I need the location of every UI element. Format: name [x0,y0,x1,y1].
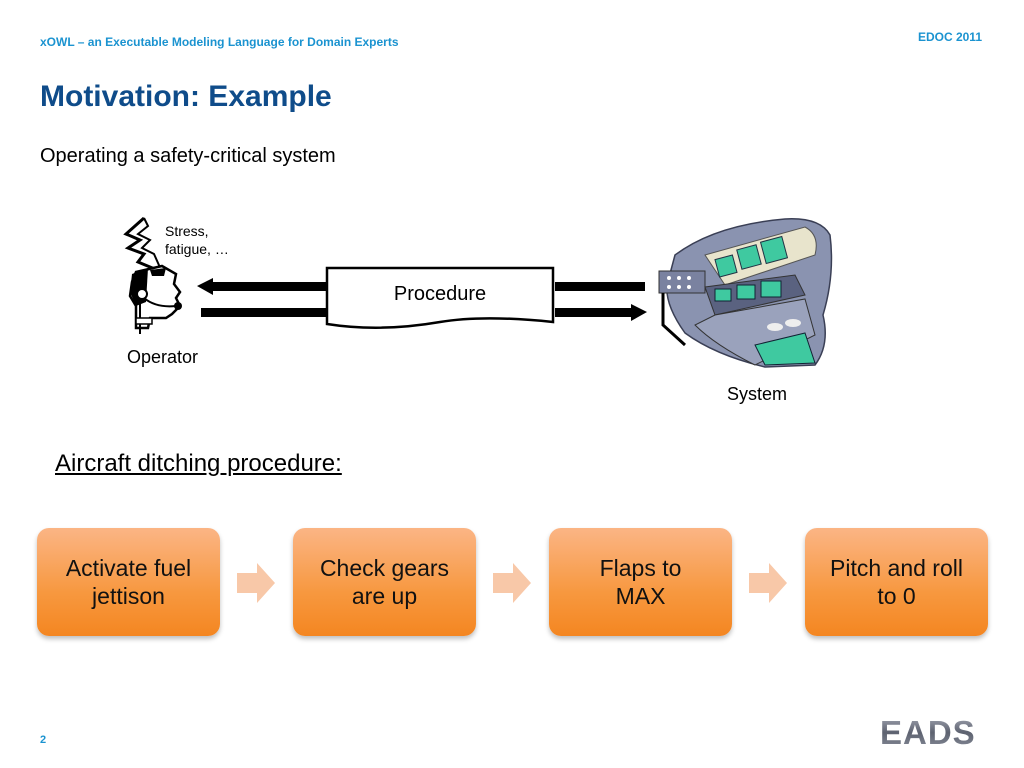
step-arrow-icon [493,563,531,603]
stress-line-2: fatigue, … [165,241,229,257]
lightning-bolt-icon [123,216,163,274]
step-2-line-1: Check gears [319,555,450,581]
presentation-title: xOWL – an Executable Modeling Language f… [40,35,399,49]
procedure-heading: Aircraft ditching procedure: [55,450,342,477]
arrow-from-system-shaft [555,282,645,291]
slide-title: Motivation: Example [40,80,332,113]
control-console-icon [658,218,833,368]
operator-headset-icon [128,264,182,334]
page-number: 2 [40,734,47,746]
arrow-to-operator-shaft [211,282,330,291]
step-4-line-2: to 0 [877,583,916,609]
procedure-label: Procedure [393,283,487,305]
logo-text: EADS [880,714,976,750]
slide-subtitle: Operating a safety-critical system [40,145,336,167]
arrow-to-operator-head [197,278,213,295]
operator-arrows [197,278,330,317]
procedure-document-shape [325,266,555,329]
arrow-from-operator-shaft [201,308,330,317]
step-arrow-icon [237,563,275,603]
conference-label: EDOC 2011 [917,30,982,44]
step-4-line-1: Pitch and roll [830,555,963,581]
system-label: System [727,384,788,404]
eads-logo: EADS [880,714,976,750]
arrow-to-system-head [631,304,647,321]
stress-line-1: Stress, [165,223,209,239]
step-3-line-2: MAX [615,583,666,609]
step-3-line-1: Flaps to [599,555,682,581]
step-1-line-1: Activate fuel [65,555,192,581]
arrow-to-system-shaft [555,308,633,317]
stress-annotation: Stress, fatigue, … [165,222,229,258]
step-2-line-2: are up [351,583,418,609]
system-arrows [555,282,647,321]
step-1-line-2: jettison [92,583,165,609]
operator-label: Operator [127,347,199,367]
step-arrow-icon [749,563,787,603]
